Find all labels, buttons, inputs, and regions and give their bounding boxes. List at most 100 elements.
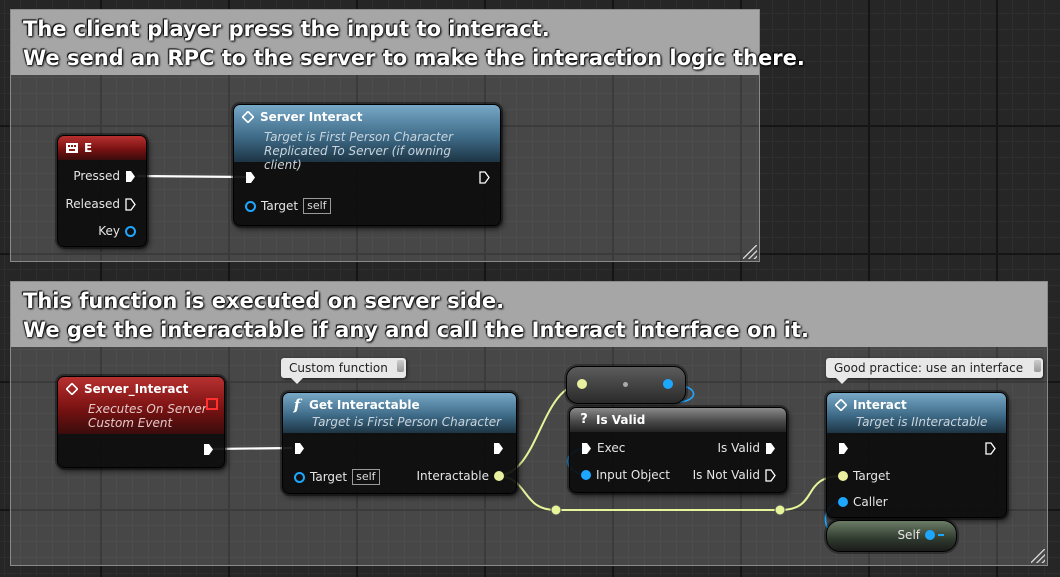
- exec-pin-icon[interactable]: [479, 171, 490, 184]
- event-diamond-icon: [242, 111, 254, 123]
- pin-label: Is Valid: [717, 441, 760, 455]
- exec-pin-icon[interactable]: [765, 442, 776, 455]
- interactable-pin[interactable]: Interactable: [416, 469, 504, 483]
- comment-bubble-custom-function[interactable]: Custom function: [281, 358, 406, 384]
- bubble-text: Good practice: use an interface: [834, 361, 1024, 375]
- caller-pin[interactable]: Caller: [838, 495, 888, 509]
- exec-in-pin[interactable]: Exec: [581, 441, 625, 455]
- resize-grip-icon[interactable]: [743, 245, 757, 259]
- node-title: Is Valid: [596, 413, 646, 427]
- node-title: Server Interact: [260, 110, 363, 124]
- node-subtitle-1: Target is First Person Character: [312, 415, 502, 429]
- server-interact-call-node[interactable]: Server Interact Target is First Person C…: [233, 104, 501, 226]
- comment-header[interactable]: The client player press the input to int…: [11, 10, 805, 75]
- comment-line-1: The client player press the input to int…: [23, 17, 550, 41]
- exec-in-pin[interactable]: [838, 442, 849, 455]
- pin-label: Target: [853, 469, 891, 483]
- question-icon: ?: [580, 412, 588, 427]
- key-pin[interactable]: Key: [98, 224, 136, 238]
- exec-out-pin[interactable]: [479, 171, 490, 184]
- exec-pin-icon[interactable]: [985, 442, 996, 455]
- node-subtitle-2: Custom Event: [88, 416, 173, 430]
- is-valid-pin[interactable]: Is Valid: [717, 441, 776, 455]
- pin-tail-icon: [938, 534, 944, 536]
- pin-label: Target: [310, 470, 348, 484]
- pin-icon[interactable]: [1034, 360, 1042, 372]
- pin-label: Interactable: [416, 469, 489, 483]
- pin-label: Key: [98, 224, 120, 238]
- node-subtitle-1: Executes On Server: [88, 402, 207, 416]
- self-reference-node[interactable]: Self: [826, 520, 957, 552]
- exec-pin-icon[interactable]: [581, 442, 592, 455]
- exec-pin-icon[interactable]: [838, 442, 849, 455]
- pin-label: Target: [261, 199, 299, 213]
- target-pin[interactable]: Target self: [245, 198, 331, 214]
- target-pin[interactable]: Target self: [294, 469, 380, 485]
- pin-label: Exec: [597, 441, 626, 455]
- input-object-pin[interactable]: Input Object: [581, 468, 670, 482]
- object-pin-icon[interactable]: [838, 471, 848, 481]
- node-header[interactable]: ? Is Valid: [570, 408, 786, 432]
- bubble-text: Custom function: [289, 361, 388, 375]
- node-title: Server_Interact: [84, 382, 189, 396]
- exec-in-pin[interactable]: [294, 442, 305, 455]
- function-icon: f: [293, 396, 301, 414]
- output-pin-icon[interactable]: [663, 379, 673, 389]
- comment-line-2: We get the interactable if any and call …: [23, 318, 810, 342]
- exec-pin-icon[interactable]: [493, 442, 504, 455]
- is-valid-node[interactable]: ? Is Valid Exec Is Valid Input Object Is…: [569, 407, 787, 493]
- exec-pin-icon[interactable]: [294, 442, 305, 455]
- reroute-node[interactable]: [566, 366, 686, 404]
- pin-label: Released: [65, 197, 120, 211]
- interact-node[interactable]: Interact Target is IInteractable Target …: [826, 392, 1007, 518]
- exec-out-pin[interactable]: [985, 442, 996, 455]
- self-pin[interactable]: Self: [897, 528, 944, 542]
- node-subtitle-2: Replicated To Server (if owning client): [264, 144, 452, 172]
- exec-pin-icon[interactable]: [203, 443, 214, 456]
- self-default-value[interactable]: self: [303, 198, 331, 214]
- struct-pin-icon[interactable]: [125, 225, 136, 237]
- node-header[interactable]: Server Interact Target is First Person C…: [234, 105, 500, 172]
- comment-bubble-good-practice[interactable]: Good practice: use an interface: [826, 358, 1044, 384]
- object-pin-icon[interactable]: [245, 200, 256, 212]
- e-key-event-node[interactable]: E Pressed Released Key: [57, 135, 147, 247]
- target-pin[interactable]: Target: [838, 469, 890, 483]
- node-subtitle-1: Target is First Person Character: [264, 130, 454, 144]
- object-pin-icon[interactable]: [494, 471, 504, 481]
- node-header[interactable]: Server_Interact Executes On Server Custo…: [58, 377, 224, 434]
- input-pin-icon[interactable]: [577, 379, 587, 389]
- object-pin-icon[interactable]: [581, 470, 591, 480]
- pressed-pin[interactable]: Pressed: [73, 169, 136, 183]
- pin-label: Self: [897, 528, 920, 542]
- pin-label: Caller: [853, 495, 888, 509]
- exec-pin-icon[interactable]: [125, 197, 136, 211]
- exec-pin-icon[interactable]: [125, 170, 136, 183]
- exec-pin-icon[interactable]: [765, 468, 776, 482]
- exec-out-pin[interactable]: [493, 442, 504, 455]
- object-pin-icon[interactable]: [838, 497, 848, 507]
- exec-in-pin[interactable]: [245, 171, 256, 184]
- node-header[interactable]: f Get Interactable Target is First Perso…: [283, 393, 516, 433]
- node-header[interactable]: Interact Target is IInteractable: [827, 393, 1006, 433]
- comment-line-2: We send an RPC to the server to make the…: [23, 46, 805, 70]
- node-title: Interact: [853, 398, 907, 412]
- pin-label: Input Object: [596, 468, 670, 482]
- exec-out-pin[interactable]: [203, 443, 214, 456]
- keyboard-icon: [66, 143, 78, 153]
- event-diamond-icon: [835, 399, 847, 411]
- self-default-value[interactable]: self: [352, 469, 380, 485]
- server-interact-event-node[interactable]: Server_Interact Executes On Server Custo…: [57, 376, 225, 468]
- object-pin-icon[interactable]: [925, 530, 935, 540]
- node-header[interactable]: E: [58, 136, 146, 160]
- exec-pin-icon[interactable]: [245, 171, 256, 184]
- get-interactable-node[interactable]: f Get Interactable Target is First Perso…: [282, 392, 517, 494]
- comment-header[interactable]: This function is executed on server side…: [11, 282, 1047, 347]
- is-not-valid-pin[interactable]: Is Not Valid: [693, 468, 776, 482]
- delegate-pin-icon[interactable]: [206, 398, 218, 410]
- pin-label: Is Not Valid: [692, 468, 760, 482]
- event-diamond-icon: [66, 383, 78, 395]
- released-pin[interactable]: Released: [65, 197, 136, 211]
- pin-icon[interactable]: [396, 360, 404, 372]
- resize-grip-icon[interactable]: [1031, 549, 1045, 563]
- object-pin-icon[interactable]: [294, 471, 305, 483]
